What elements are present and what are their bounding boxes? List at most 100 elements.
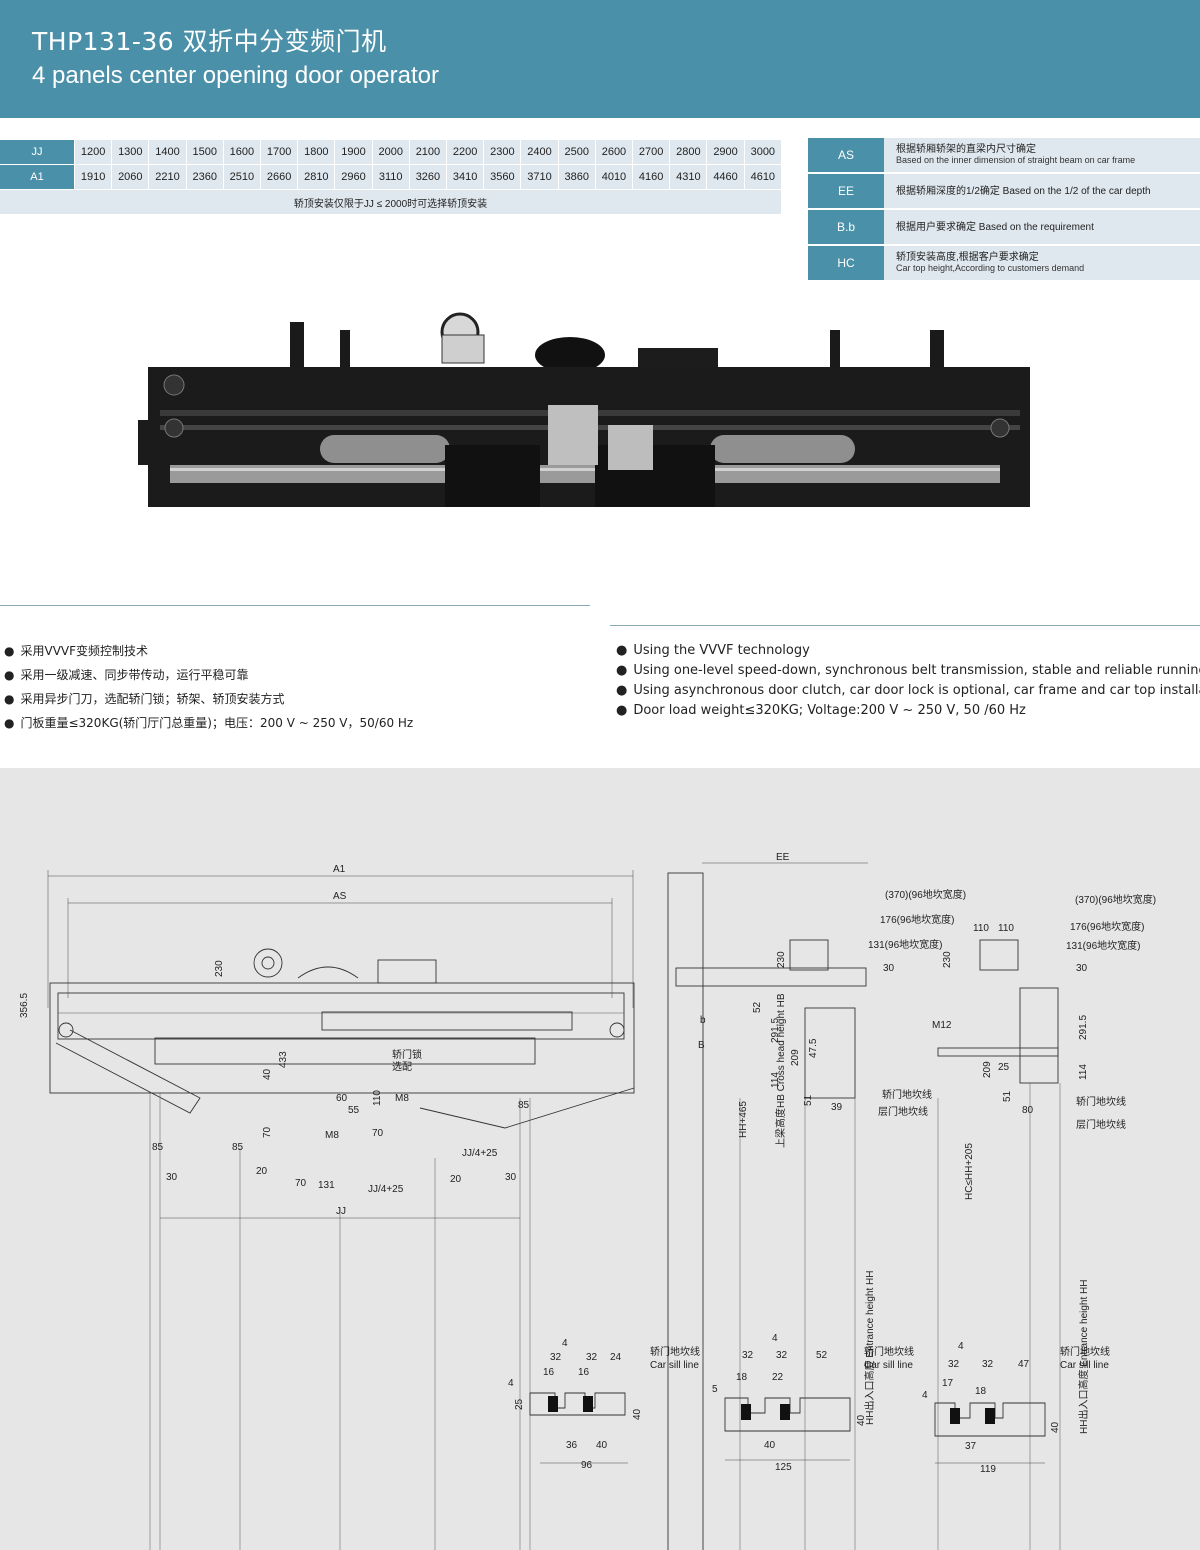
label-hh2: HH出入口高度 Entrance height HH — [1077, 1280, 1090, 1435]
dim-356: 356.5 — [19, 993, 30, 1018]
legend-row-bb: B.b 根据用户要求确定 Based on the requirement — [808, 209, 1200, 246]
a1-cell: 2660 — [260, 164, 299, 190]
note-row: 轿顶安装仅限于JJ ≤ 2000时可选择轿顶安装 — [0, 189, 782, 215]
dim-230b: 230 — [942, 951, 953, 968]
label-lock-opt: 选配 — [392, 1060, 412, 1073]
a1-cell: 2810 — [297, 164, 336, 190]
jj-cell: 1700 — [260, 140, 299, 165]
dim-55: 55 — [348, 1105, 360, 1116]
legend-cn: 根据轿厢轿架的直梁内尺寸确定 — [896, 144, 1036, 155]
label-car-sill: 轿门地坎线 — [882, 1088, 932, 1101]
a1-cell: 4460 — [706, 164, 745, 190]
label-lock: 轿门锁 — [392, 1048, 422, 1061]
spec-note: 轿顶安装仅限于JJ ≤ 2000时可选择轿顶安装 — [0, 189, 782, 215]
dim-39: 39 — [831, 1102, 843, 1113]
dim-hh465: HH+465 — [738, 1101, 749, 1138]
jj-cell: 2000 — [372, 140, 410, 165]
sill3-cn: 轿门地坎线 — [1060, 1345, 1110, 1358]
jj-cell: 1600 — [223, 140, 262, 165]
dim-70: 70 — [262, 1126, 273, 1138]
legend-label: HC — [808, 245, 884, 282]
jj-cell: 2200 — [446, 140, 485, 165]
feature-item: 采用一级减速、同步带传动，运行平稳可靠 — [4, 666, 413, 690]
sill1-en: Car sill line — [650, 1360, 699, 1371]
divider-right — [610, 625, 1200, 626]
dim-60: 60 — [336, 1093, 348, 1104]
dim-40: 40 — [262, 1068, 273, 1080]
legend-cn: 根据用户要求确定 Based on the requirement — [896, 221, 1094, 233]
jj-cell: 2300 — [483, 140, 522, 165]
dim-51b: 51 — [1002, 1090, 1013, 1102]
sill2-4: 4 — [772, 1333, 778, 1344]
dim-131: 131 — [318, 1180, 335, 1191]
sill1-32a: 32 — [550, 1352, 562, 1363]
sill2-40v: 40 — [856, 1414, 867, 1426]
dim-433: 433 — [278, 1051, 289, 1068]
a1-cell: 3860 — [558, 164, 596, 190]
sill2-total: 125 — [775, 1462, 792, 1473]
a1-cell: 2060 — [111, 164, 150, 190]
dim-jj: JJ — [336, 1206, 346, 1217]
sill2-40: 40 — [764, 1440, 776, 1451]
sill1-25: 25 — [514, 1398, 525, 1410]
a1-cell: 4610 — [744, 164, 783, 190]
legend-label: EE — [808, 173, 884, 210]
dim-30b: 30 — [505, 1172, 517, 1183]
dim-475: 47.5 — [808, 1038, 819, 1058]
sill3-4: 4 — [958, 1341, 964, 1352]
sill2-32b: 32 — [776, 1350, 788, 1361]
jj-cell: 2700 — [632, 140, 671, 165]
jj-cell: 2600 — [595, 140, 634, 165]
sill3-18: 18 — [975, 1386, 987, 1397]
label-hall-sill2: 层门地坎线 — [1076, 1118, 1126, 1131]
page-subtitle: 4 panels center opening door operator — [32, 62, 439, 89]
dim-85c: 85 — [232, 1142, 244, 1153]
dim-jj4: JJ/4+25 — [462, 1148, 498, 1159]
label-hb: 上梁高度HB Cross head height HB — [774, 993, 787, 1148]
legend-en: Based on the inner dimension of straight… — [896, 155, 1136, 165]
page-title: THP131-36 双折中分变频门机 — [32, 27, 387, 56]
label-hall-sill: 层门地坎线 — [878, 1105, 928, 1118]
dim-131b: 131(96地坎宽度) — [1066, 939, 1140, 952]
sill3-47: 47 — [1018, 1359, 1030, 1370]
feature-item: Using the VVVF technology — [616, 643, 1200, 663]
a1-cell: 3410 — [446, 164, 485, 190]
sill-profile-1: 4 32 32 24 16 16 4 25 36 40 40 96 轿门地坎线 … — [508, 1338, 700, 1471]
side-view-1: EE (370)(96地坎宽度) 176(96地坎宽度) 131(96地坎宽度)… — [667, 852, 966, 1550]
jj-cell: 3000 — [744, 140, 783, 165]
legend-en: Car top height,According to customers de… — [896, 263, 1085, 273]
sill3-37: 37 — [965, 1441, 977, 1452]
feature-item: Using one-level speed-down, synchronous … — [616, 663, 1200, 683]
a1-label: A1 — [0, 164, 75, 190]
label-hc: HC≤HH+205 — [964, 1143, 975, 1200]
dim-230: 230 — [776, 951, 787, 968]
sill3-40v: 40 — [1050, 1421, 1061, 1433]
feature-item: Door load weight≤320KG; Voltage:200 V ~ … — [616, 703, 1200, 723]
dim-114b: 114 — [1078, 1064, 1089, 1080]
sill1-16b: 16 — [578, 1367, 590, 1378]
sill1-24: 24 — [610, 1352, 622, 1363]
sill1-16a: 16 — [543, 1367, 555, 1378]
sill1-4: 4 — [562, 1338, 568, 1349]
dim-131: 131(96地坎宽度) — [868, 938, 942, 951]
sill1-40: 40 — [596, 1440, 608, 1451]
jj-cell: 2800 — [669, 140, 708, 165]
dim-70c: 70 — [295, 1178, 307, 1189]
dim-a1: A1 — [333, 864, 346, 875]
dim-as: AS — [333, 891, 347, 902]
sill3-32a: 32 — [948, 1359, 960, 1370]
dim-370: (370)(96地坎宽度) — [885, 888, 966, 901]
sill3-32b: 32 — [982, 1359, 994, 1370]
dim-20: 20 — [256, 1166, 268, 1177]
jj-label: JJ — [0, 140, 75, 165]
divider-left — [0, 605, 590, 606]
dim-ee: EE — [776, 852, 790, 863]
label-m8: M8 — [395, 1093, 409, 1104]
dim-230: 230 — [214, 960, 225, 977]
sill-profile-2: 4 32 32 52 18 22 5 40 40 125 轿门地坎线 Car s… — [712, 1333, 914, 1473]
dim-70b: 70 — [372, 1128, 384, 1139]
a1-cell: 3260 — [409, 164, 448, 190]
